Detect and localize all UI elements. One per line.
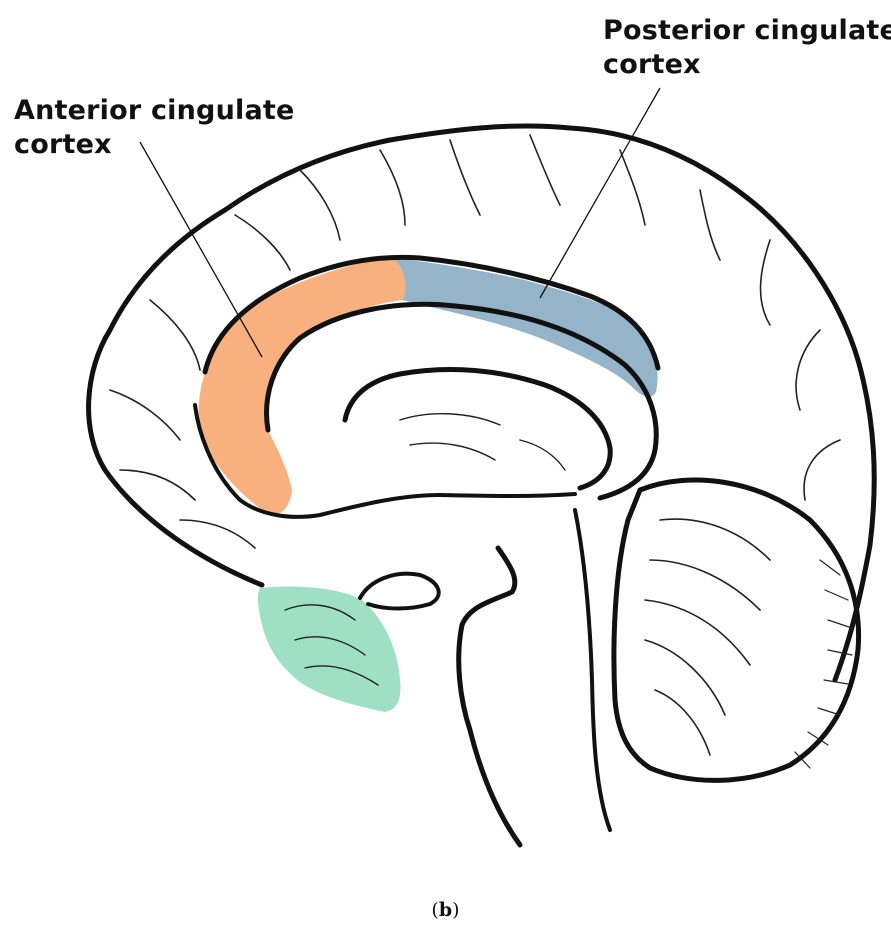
caption-letter: b [439,899,452,921]
cerebellum-outline [614,480,859,780]
corpus-callosum-lower [345,370,610,488]
caption-close-paren: ) [452,899,459,921]
posterior-cingulate-region [392,258,658,397]
anterior-cingulate-region [199,258,406,515]
thalamus-lines [400,414,565,470]
cerebellum-folia [645,519,770,755]
anterior-label-line2: cortex [14,128,295,162]
anterior-label-line1: Anterior cingulate [14,94,295,128]
figure-caption: (b) [0,899,891,921]
brainstem-front [459,548,520,845]
anterior-pointer-line [140,142,262,357]
caption-open-paren: ( [431,899,438,921]
anterior-cingulate-label: Anterior cingulate cortex [14,94,295,162]
brainstem-back [575,510,610,830]
posterior-pointer-line [540,88,660,298]
temporal-loop [360,574,439,609]
posterior-label-line2: cortex [603,48,891,82]
posterior-cingulate-label: Posterior cingulate cortex [603,14,891,82]
posterior-label-line1: Posterior cingulate [603,14,891,48]
